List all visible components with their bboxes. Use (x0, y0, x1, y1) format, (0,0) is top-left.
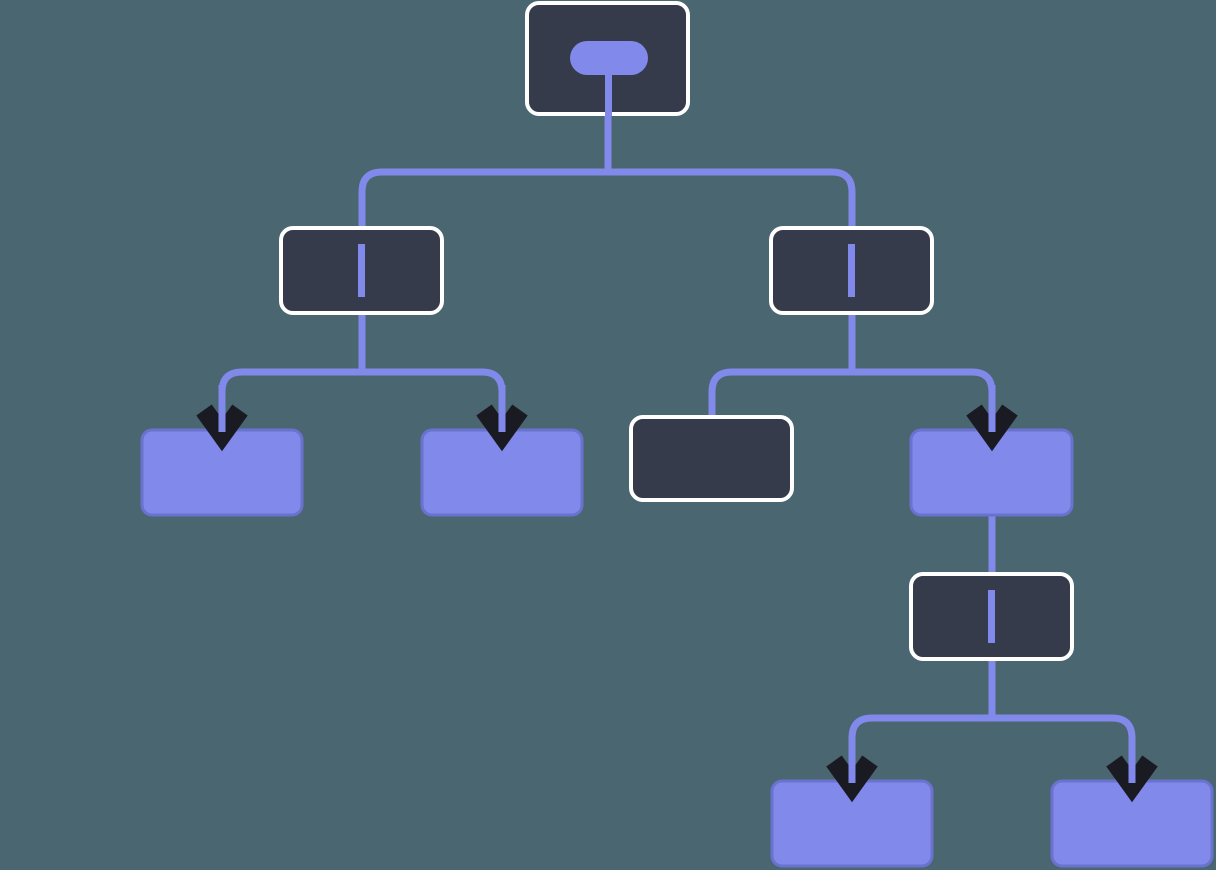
edge-level4-to-leaf-e (848, 659, 996, 781)
edge-level2-left-to-leaf-a-arrowhead (196, 404, 248, 452)
level2-right-node-bar-mark (848, 244, 855, 297)
edge-level2-right-to-node-d-arrowhead (966, 404, 1018, 452)
edge-level4-to-leaf-f (988, 659, 1136, 781)
edge-root-to-level2-right (604, 114, 856, 313)
level4-dark-node-bar-mark (988, 590, 995, 643)
arrow-markers-layer (196, 385, 1158, 803)
nodes-layer (140, 1, 1214, 868)
dark-leaf-node-c[interactable] (629, 415, 794, 502)
edge-level4-to-leaf-e-arrowhead (826, 755, 878, 803)
edge-level2-left-to-leaf-b-arrowhead (476, 404, 528, 452)
edge-level4-to-leaf-f-arrowhead (1106, 755, 1158, 803)
root-node-stem-mark (605, 58, 612, 116)
edge-level2-right-to-node-c (708, 313, 856, 417)
node-inner-marks-layer (358, 41, 995, 643)
level2-left-node-bar-mark (358, 244, 365, 297)
edge-root-to-level2-left (358, 114, 612, 313)
